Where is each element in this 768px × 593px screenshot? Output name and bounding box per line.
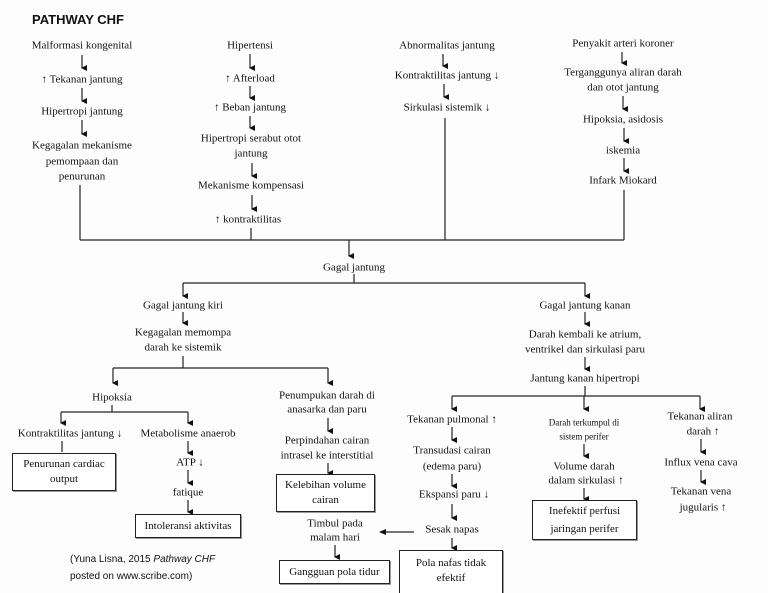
- node-darah-kembali-1: Darah kembali ke atrium,: [528, 328, 642, 341]
- node-iskemia: iskemia: [605, 144, 641, 157]
- box-line: jaringan perifer: [550, 523, 619, 535]
- box-inefektif-perfusi: Inefektif perfusi jaringan perifer: [532, 500, 637, 540]
- node-kegagalan-1: Kegagalan mekanisme: [32, 139, 132, 152]
- box-penurunan-cardiac: Penurunan cardiac output: [12, 453, 116, 491]
- node-gagal-kanan: Gagal jantung kanan: [539, 299, 631, 312]
- node-gagal-kiri: Gagal jantung kiri: [142, 299, 224, 312]
- node-abnormalitas: Abnormalitas jantung: [399, 39, 495, 52]
- citation-author: (Yuna Lisna, 2015: [70, 554, 154, 565]
- node-tekanan-jantung: ↑ Tekanan jantung: [41, 73, 123, 86]
- node-timbul-1: Timbul pada: [307, 517, 363, 530]
- box-intoleransi: Intoleransi aktivitas: [135, 514, 241, 538]
- node-afterload: ↑ Afterload: [225, 72, 275, 85]
- node-terganggunya-2: dan otot jantung: [587, 81, 659, 94]
- node-sesak-napas: Sesak napas: [425, 523, 479, 536]
- node-gagal-jantung: Gagal jantung: [322, 261, 386, 274]
- box-gangguan-tidur: Gangguan pola tidur: [279, 560, 390, 584]
- node-volume-darah-1: Volume darah: [553, 460, 615, 473]
- page-title: PATHWAY CHF: [32, 12, 124, 27]
- node-hipertropi-jantung: Hipertropi jantung: [41, 105, 123, 118]
- node-darah-kembali-2: ventrikel dan sirkulasi paru: [524, 343, 646, 356]
- box-line: output: [49, 473, 79, 485]
- node-terganggunya-1: Terganggunya aliran darah: [564, 66, 682, 79]
- box-line: efektif: [436, 572, 466, 584]
- node-tekanan-aliran-2: darah ↑: [686, 425, 720, 438]
- node-tekanan-vena-2: jugularis ↑: [679, 501, 727, 514]
- node-ekspansi-paru: Ekspansi paru ↓: [418, 488, 490, 501]
- node-perpindahan-2: intrasel ke interstitial: [280, 449, 374, 462]
- node-mekanisme-kompensasi: Mekanisme kompensasi: [197, 179, 305, 192]
- node-hipoksia: Hipoksia: [92, 391, 132, 404]
- node-tekanan-vena-1: Tekanan vena: [670, 485, 732, 498]
- node-beban-jantung: ↑ Beban jantung: [213, 101, 287, 114]
- node-malformasi: Malformasi kongenital: [31, 39, 133, 52]
- box-kelebihan-volume: Kelebihan volume cairan: [276, 474, 375, 512]
- node-kontraktilitas-kiri: Kontraktilitas jantung ↓: [17, 427, 123, 440]
- box-line: cairan: [312, 494, 339, 506]
- node-timbul-2: malam hari: [310, 531, 360, 544]
- node-atp: ATP ↓: [176, 456, 204, 469]
- box-line: Penurunan cardiac: [23, 458, 105, 470]
- node-kegagalan-memompa-2: darah ke sistemik: [144, 341, 222, 354]
- node-infark: Infark Miokard: [589, 174, 657, 187]
- citation-title: Pathway CHF: [153, 554, 216, 565]
- node-kegagalan-3: penurunan: [58, 170, 106, 183]
- node-fatique: fatique: [172, 486, 204, 499]
- node-tekanan-pulmonal: Tekanan pulmonal ↑: [407, 413, 497, 426]
- citation-source: posted on www.scribe.com): [70, 571, 193, 582]
- citation: (Yuna Lisna, 2015 Pathway CHF posted on …: [70, 551, 215, 585]
- node-hipertropi-serabut-2: jantung: [234, 147, 268, 160]
- box-pola-nafas: Pola nafas tidak efektif: [399, 550, 503, 593]
- node-darah-terkumpul-2: sistem perifer: [559, 431, 609, 442]
- box-line: Pola nafas tidak: [415, 557, 487, 569]
- box-line: Inefektif perfusi: [548, 505, 621, 517]
- node-perpindahan-1: Perpindahan cairan: [284, 434, 370, 447]
- node-kegagalan-memompa-1: Kegagalan memompa: [134, 326, 232, 339]
- node-penyakit-arteri: Penyakit arteri koroner: [572, 37, 674, 50]
- node-hipoksia-asidosis: Hipoksia, asidosis: [582, 113, 664, 126]
- box-line: Kelebihan volume: [285, 479, 366, 491]
- node-tekanan-aliran-1: Tekanan aliran: [667, 410, 733, 423]
- node-jantung-kanan-hipertropi: Jantung kanan hipertropi: [530, 372, 640, 385]
- node-sirkulasi-sistemik: Sirkulasi sistemik ↓: [403, 101, 491, 114]
- node-hipertensi: Hipertensi: [227, 39, 273, 52]
- node-penumpukan-1: Penumpukan darah di: [279, 389, 375, 402]
- node-kegagalan-2: pemompaan dan: [45, 155, 119, 168]
- node-hipertropi-serabut-1: Hipertropi serabut otot: [200, 132, 302, 145]
- node-metabolisme: Metabolisme anaerob: [140, 427, 236, 440]
- node-kontraktilitas-down: Kontraktilitas jantung ↓: [394, 69, 500, 82]
- node-edema-paru: (edema paru): [422, 460, 482, 473]
- node-kontraktilitas-up: ↑ kontraktilitas: [214, 213, 282, 226]
- node-darah-terkumpul-1: Darah terkumpul di: [548, 417, 620, 428]
- node-transudasi: Transudasi cairan: [413, 444, 491, 457]
- node-volume-darah-2: dalam sirkulasi ↑: [548, 474, 624, 487]
- node-influx-vena-cava: Influx vena cava: [664, 456, 738, 469]
- node-penumpukan-2: anasarka dan paru: [287, 403, 367, 416]
